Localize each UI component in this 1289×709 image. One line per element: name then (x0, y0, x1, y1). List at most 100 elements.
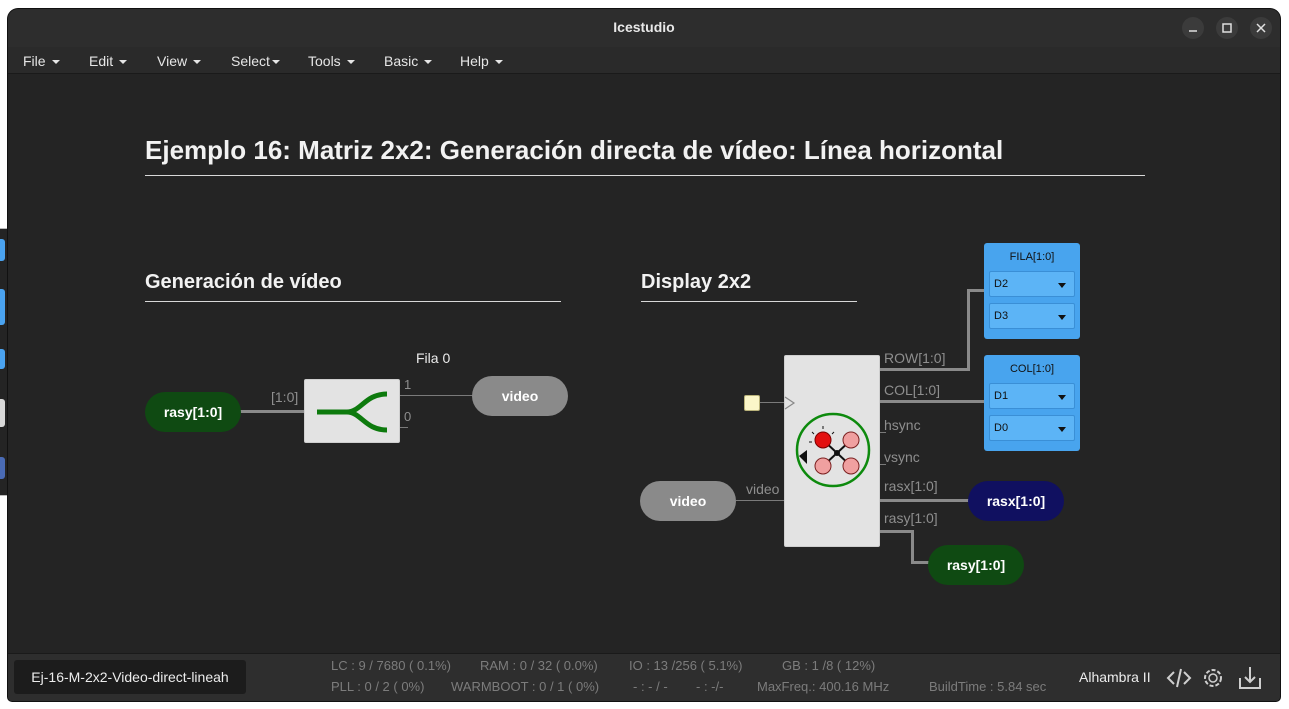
code-icon[interactable] (1165, 664, 1193, 692)
display-2x2-block[interactable] (784, 355, 880, 547)
input-pill-video[interactable]: video (640, 481, 736, 521)
wire-rasy-1[interactable] (880, 530, 914, 533)
dock-marker (0, 239, 5, 261)
menu-view-label: View (157, 53, 188, 69)
title-bar: Icestudio (8, 9, 1280, 47)
out1-label: 1 (404, 377, 412, 392)
stat-pll: PLL : 0 / 2 ( 0%) (331, 679, 425, 694)
wire-out0[interactable] (400, 427, 408, 428)
stat-ram: RAM : 0 / 32 ( 0.0%) (480, 658, 598, 673)
menu-view[interactable]: View (157, 53, 202, 69)
stat-io: IO : 13 /256 ( 5.1%) (629, 658, 743, 673)
section-rule-left (145, 301, 561, 302)
port-row-label: ROW[1:0] (884, 350, 946, 366)
menu-bar: File Edit View Select Tools Basic Help (8, 47, 1280, 74)
fila-pin-value-2: D3 (994, 310, 1009, 322)
chevron-down-icon (494, 60, 503, 65)
wire-rasy-bus[interactable] (236, 410, 304, 413)
chevron-down-icon (1058, 427, 1066, 432)
bus-label: [1:0] (271, 389, 299, 405)
menu-help[interactable]: Help (460, 53, 503, 69)
clock-input-icon (784, 396, 796, 410)
fila-pin-value-1: D2 (994, 278, 1009, 290)
title-rule (145, 175, 1145, 176)
port-vsync-label: vsync (884, 449, 920, 465)
output-pill-video[interactable]: video (472, 376, 568, 416)
app-window: Icestudio File Edit View Select Tools Ba… (8, 9, 1280, 701)
menu-tools-label: Tools (308, 53, 341, 69)
window-title: Icestudio (613, 19, 675, 35)
port-rasy-label: rasy[1:0] (884, 510, 938, 526)
project-name[interactable]: Ej-16-M-2x2-Video-direct-lineah (14, 660, 246, 694)
wire-out1[interactable] (400, 395, 482, 396)
out0-label: 0 (404, 409, 412, 424)
port-video-label: video (746, 481, 780, 497)
fila-output-panel[interactable]: FILA[1:0] D2 D3 (984, 243, 1080, 339)
port-hsync-label: hsync (884, 417, 921, 433)
chevron-down-icon (119, 60, 128, 65)
dock-marker (0, 289, 5, 325)
minimize-icon[interactable] (1182, 17, 1204, 39)
stat-maxfreq: MaxFreq.: 400.16 MHz (757, 679, 890, 694)
col-pin-select-2[interactable]: D0 (989, 415, 1075, 441)
wire-rasy-3[interactable] (911, 561, 935, 564)
chevron-down-icon (346, 60, 355, 65)
board-name[interactable]: Alhambra II (1079, 669, 1151, 685)
maximize-icon[interactable] (1216, 17, 1238, 39)
section-title-right: Display 2x2 (641, 271, 752, 293)
wire-col[interactable] (880, 400, 985, 403)
dock-marker (0, 457, 5, 479)
chevron-down-icon (271, 60, 280, 65)
wire-row-h2[interactable] (967, 289, 985, 292)
gear-icon[interactable] (1199, 664, 1227, 692)
menu-file[interactable]: File (23, 53, 60, 69)
chevron-down-icon (193, 60, 202, 65)
download-icon[interactable] (1236, 664, 1264, 692)
wire-row-v[interactable] (967, 289, 970, 371)
col-pin-select-1[interactable]: D1 (989, 383, 1075, 409)
menu-tools[interactable]: Tools (308, 53, 355, 69)
menu-select[interactable]: Select (231, 53, 280, 69)
chevron-down-icon (1058, 283, 1066, 288)
port-rasx-label: rasx[1:0] (884, 478, 938, 494)
wire-video-in[interactable] (736, 500, 784, 501)
dock-marker (0, 399, 5, 427)
stat-dash1: - : - / - (633, 679, 668, 694)
splitter-icon (317, 391, 388, 433)
menu-edit-label: Edit (89, 53, 114, 69)
menu-edit[interactable]: Edit (89, 53, 128, 69)
wire-vsync[interactable] (880, 464, 886, 465)
wire-rasy-2[interactable] (911, 530, 914, 563)
close-icon[interactable] (1250, 17, 1272, 39)
splitter-block[interactable] (304, 379, 400, 443)
stat-buildtime: BuildTime : 5.84 sec (929, 679, 1047, 694)
chevron-down-icon (1058, 395, 1066, 400)
dock-marker (0, 349, 5, 369)
status-bar: Ej-16-M-2x2-Video-direct-lineah LC : 9 /… (8, 653, 1280, 701)
display-icon (795, 412, 871, 488)
menu-basic-label: Basic (384, 53, 419, 69)
fila-label: Fila 0 (416, 350, 451, 366)
wire-row-h[interactable] (880, 368, 970, 371)
wire-clock[interactable] (760, 402, 784, 403)
fila-pin-select-2[interactable]: D3 (989, 303, 1075, 329)
stat-warmboot: WARMBOOT : 0 / 1 ( 0%) (451, 679, 600, 694)
fila-pin-select-1[interactable]: D2 (989, 271, 1075, 297)
design-canvas[interactable]: Ejemplo 16: Matriz 2x2: Generación direc… (8, 75, 1280, 653)
stat-dash2: - : -/- (696, 679, 724, 694)
port-col-label: COL[1:0] (884, 382, 941, 398)
stat-gb: GB : 1 /8 ( 12%) (782, 658, 876, 673)
wire-rasx[interactable] (880, 499, 972, 502)
section-rule-right (641, 301, 857, 302)
wire-hsync[interactable] (880, 432, 886, 433)
clock-input-constant[interactable] (744, 395, 760, 411)
col-output-panel[interactable]: COL[1:0] D1 D0 (984, 355, 1080, 451)
chevron-down-icon (424, 60, 433, 65)
fila-panel-title: FILA[1:0] (1009, 251, 1055, 263)
output-pill-rasy[interactable]: rasy[1:0] (928, 545, 1024, 585)
output-pill-rasx[interactable]: rasx[1:0] (968, 481, 1064, 521)
input-pill-rasy[interactable]: rasy[1:0] (145, 392, 241, 432)
menu-basic[interactable]: Basic (384, 53, 433, 69)
col-pin-value-1: D1 (994, 390, 1009, 402)
menu-select-label: Select (231, 53, 270, 69)
